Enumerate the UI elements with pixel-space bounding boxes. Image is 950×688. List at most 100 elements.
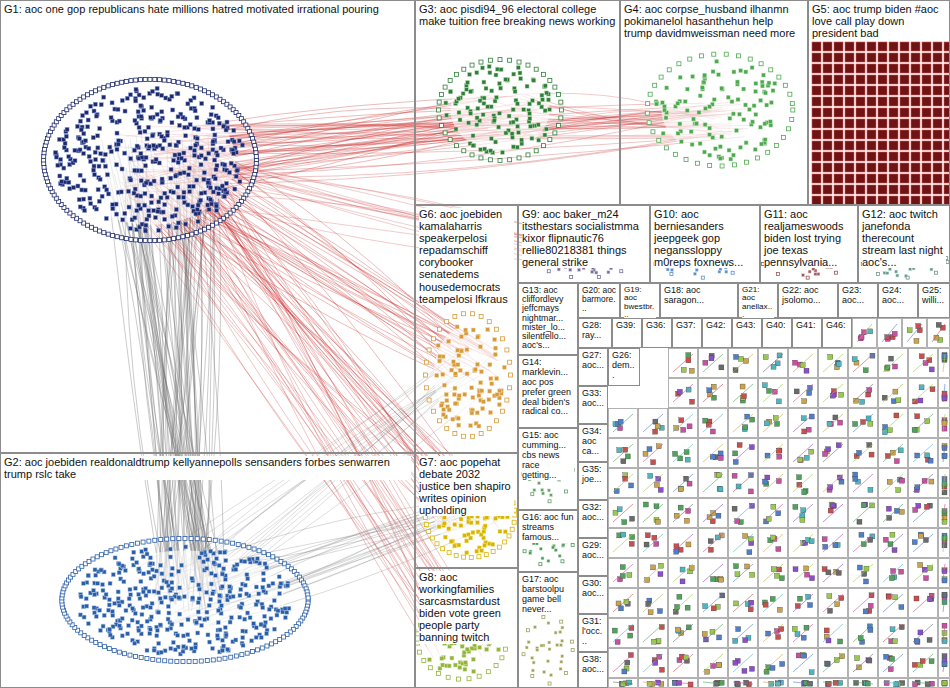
vertex bbox=[461, 92, 465, 96]
vertex bbox=[257, 549, 261, 553]
vertex bbox=[732, 163, 736, 167]
vertex bbox=[553, 85, 557, 89]
vertex bbox=[137, 125, 141, 129]
vertex bbox=[479, 370, 483, 374]
vertex bbox=[444, 101, 448, 105]
vertex bbox=[165, 537, 169, 541]
vertex bbox=[141, 540, 145, 544]
vertex bbox=[215, 208, 219, 212]
vertex bbox=[205, 590, 209, 594]
vertex bbox=[548, 138, 552, 142]
vertex bbox=[697, 110, 701, 114]
vertex bbox=[110, 609, 114, 613]
vertex bbox=[720, 86, 724, 90]
vertex bbox=[703, 73, 707, 77]
vertex bbox=[149, 116, 153, 120]
vertex bbox=[278, 592, 282, 596]
vertex bbox=[175, 144, 179, 148]
vertex bbox=[84, 111, 88, 115]
vertex bbox=[456, 97, 460, 101]
vertex bbox=[177, 569, 181, 573]
vertex bbox=[177, 195, 181, 199]
vertex bbox=[176, 160, 180, 164]
vertex bbox=[140, 169, 144, 173]
vertex bbox=[62, 146, 66, 150]
vertex bbox=[485, 647, 489, 651]
vertex bbox=[170, 566, 174, 570]
vertex bbox=[654, 102, 658, 106]
vertex bbox=[64, 134, 68, 138]
vertex bbox=[543, 84, 547, 88]
vertex bbox=[445, 320, 449, 324]
vertex bbox=[108, 627, 112, 631]
vertex bbox=[81, 114, 85, 118]
vertex bbox=[427, 348, 431, 352]
vertex bbox=[155, 112, 159, 116]
vertex bbox=[135, 209, 139, 213]
vertex bbox=[241, 643, 245, 647]
vertex bbox=[160, 134, 164, 138]
vertex bbox=[214, 557, 218, 561]
vertex bbox=[445, 426, 449, 430]
vertex bbox=[548, 78, 552, 82]
vertex bbox=[63, 141, 67, 145]
vertex bbox=[101, 158, 105, 162]
vertex bbox=[241, 629, 245, 633]
vertex bbox=[93, 568, 97, 572]
vertex bbox=[193, 645, 197, 649]
vertex bbox=[165, 580, 169, 584]
vertex bbox=[160, 586, 164, 590]
vertex bbox=[442, 521, 446, 525]
vertex bbox=[175, 92, 179, 96]
vertex bbox=[178, 596, 182, 600]
vertex bbox=[534, 67, 538, 71]
vertex bbox=[232, 152, 236, 156]
vertex bbox=[760, 84, 764, 88]
vertex bbox=[85, 93, 89, 97]
vertex bbox=[68, 187, 72, 191]
vertex bbox=[708, 126, 712, 130]
vertex bbox=[162, 238, 166, 242]
vertex bbox=[510, 132, 514, 136]
vertex bbox=[184, 222, 188, 226]
vertex bbox=[437, 100, 441, 104]
vertex bbox=[202, 171, 206, 175]
vertex bbox=[82, 152, 86, 156]
vertex bbox=[234, 567, 238, 571]
vertex bbox=[116, 107, 120, 111]
edge-bundle bbox=[124, 200, 440, 642]
vertex bbox=[184, 134, 188, 138]
vertex bbox=[84, 597, 88, 601]
vertex bbox=[678, 122, 682, 126]
vertex bbox=[262, 578, 266, 582]
vertex bbox=[107, 608, 111, 612]
vertex bbox=[75, 124, 79, 128]
vertex bbox=[443, 131, 447, 135]
vertex bbox=[182, 595, 186, 599]
vertex bbox=[211, 105, 215, 109]
vertex bbox=[534, 149, 538, 153]
vertex bbox=[465, 551, 469, 555]
vertex bbox=[269, 642, 273, 646]
vertex bbox=[117, 571, 121, 575]
vertex bbox=[137, 203, 141, 207]
vertex bbox=[458, 118, 462, 122]
vertex bbox=[499, 68, 503, 72]
vertex bbox=[469, 90, 473, 94]
vertex bbox=[769, 68, 773, 72]
vertex bbox=[487, 398, 491, 402]
vertex bbox=[178, 586, 182, 590]
vertex bbox=[215, 153, 219, 157]
vertex bbox=[181, 660, 185, 664]
vertex bbox=[183, 536, 187, 540]
vertex bbox=[482, 101, 486, 105]
vertex bbox=[449, 89, 453, 93]
vertex bbox=[222, 194, 226, 198]
vertex bbox=[708, 133, 712, 137]
vertex bbox=[660, 101, 664, 105]
vertex bbox=[676, 131, 680, 135]
vertex bbox=[494, 419, 498, 423]
vertex bbox=[217, 599, 221, 603]
vertex bbox=[86, 573, 90, 577]
vertex bbox=[495, 393, 499, 397]
